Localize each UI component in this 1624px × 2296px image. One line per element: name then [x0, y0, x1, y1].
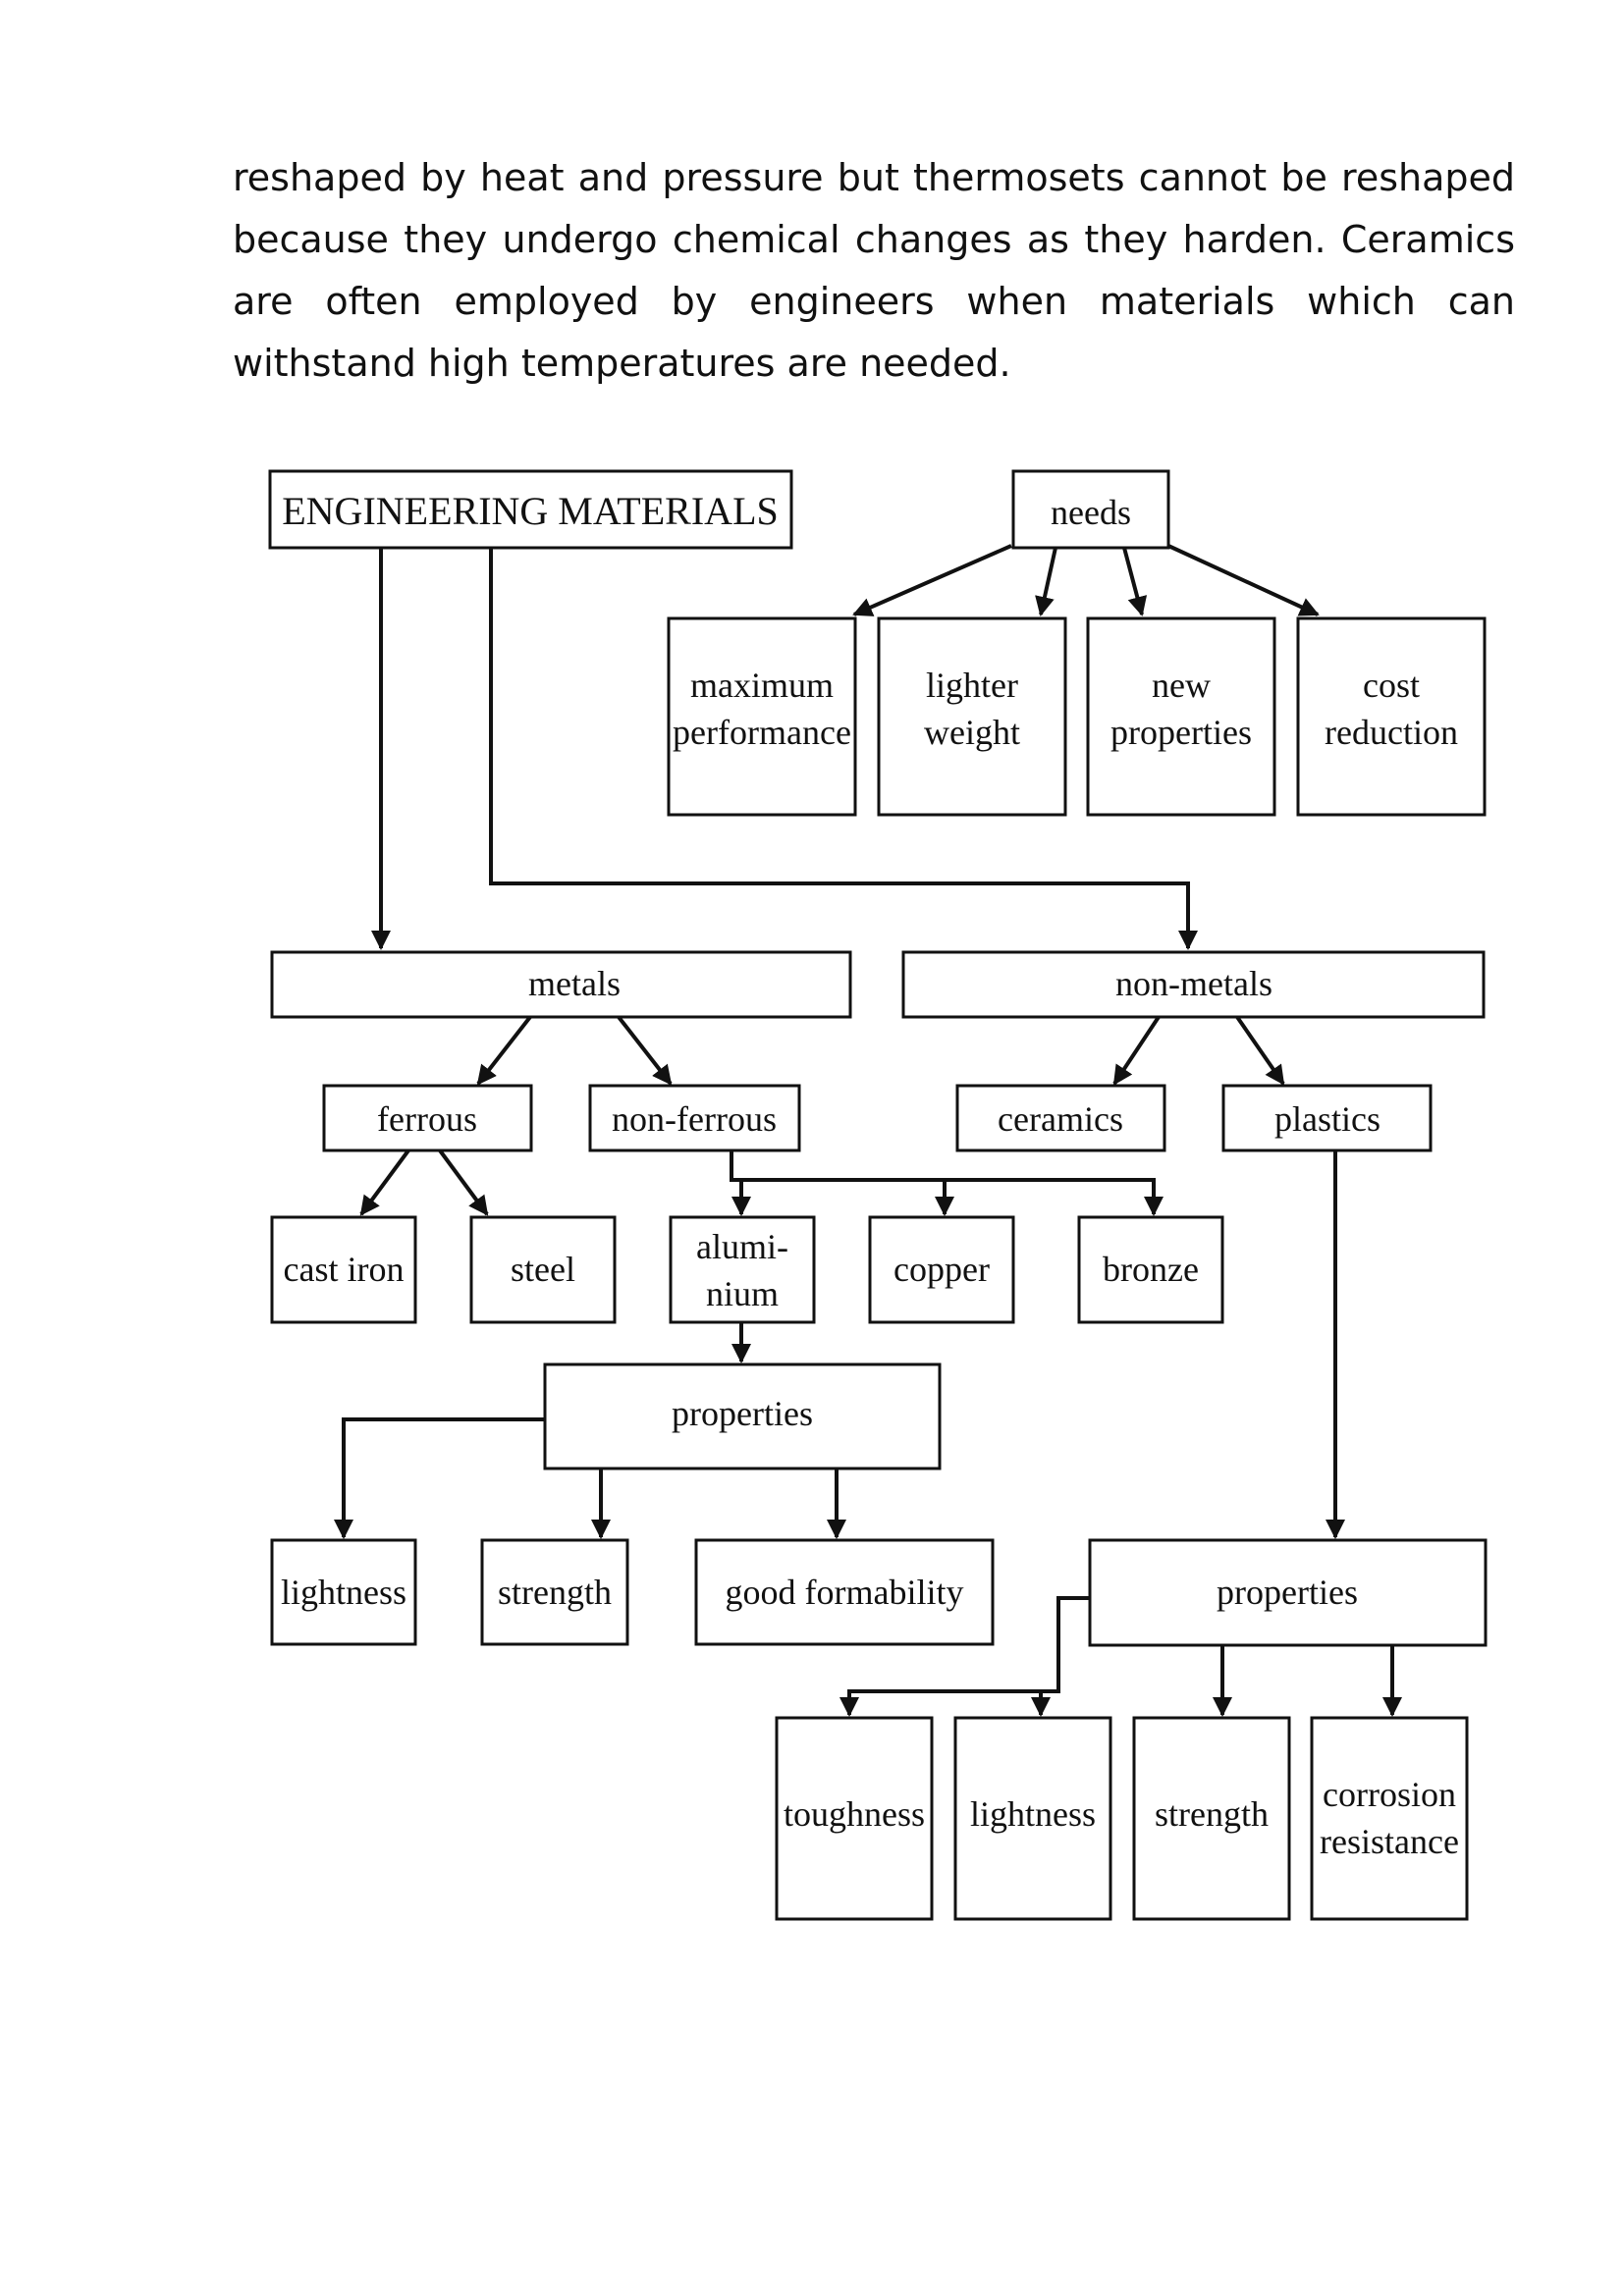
node-ceramics: ceramics [955, 1084, 1166, 1152]
svg-text:properties: properties [1217, 1573, 1358, 1612]
svg-text:corrosion: corrosion [1323, 1775, 1456, 1814]
svg-text:strength: strength [498, 1573, 612, 1612]
node-steel: steel [469, 1215, 617, 1324]
svg-text:alumi-: alumi- [696, 1227, 788, 1266]
arrow-properties-to-lightness [334, 1417, 545, 1539]
node-need-performance: maximum performance [667, 616, 857, 817]
node-corrosion-resistance: corrosion resistance [1310, 1716, 1469, 1921]
node-root: ENGINEERING MATERIALS [268, 469, 793, 550]
node-plastics: plastics [1221, 1084, 1433, 1152]
needs-label: needs [1051, 493, 1131, 532]
node-plastic-lightness: lightness [953, 1716, 1112, 1921]
svg-text:plastics: plastics [1274, 1099, 1380, 1139]
svg-text:lightness: lightness [970, 1794, 1096, 1834]
node-aluminium: alumi- nium [669, 1215, 816, 1324]
arrow-ferrous-to-cast-iron [359, 1148, 410, 1216]
svg-text:bronze: bronze [1103, 1250, 1199, 1289]
arrow-needs-to-properties [1122, 547, 1148, 616]
body-paragraph: reshaped by heat and pressure but thermo… [233, 156, 1515, 385]
node-plastics-properties: properties [1088, 1538, 1488, 1647]
node-need-weight: lighter weight [877, 616, 1067, 817]
arrow-metals-to-ferrous [476, 1015, 532, 1086]
node-bronze: bronze [1077, 1215, 1224, 1324]
svg-text:performance: performance [673, 713, 851, 752]
svg-text:cast iron: cast iron [284, 1250, 405, 1289]
svg-text:ferrous: ferrous [377, 1099, 477, 1139]
svg-text:reduction: reduction [1325, 713, 1458, 752]
svg-text:strength: strength [1155, 1794, 1269, 1834]
node-non-metals: non-metals [901, 950, 1486, 1019]
arrow-needs-to-performance [852, 544, 1012, 616]
node-good-formability: good formability [694, 1538, 995, 1646]
node-ferrous: ferrous [322, 1084, 533, 1152]
svg-text:steel: steel [511, 1250, 575, 1289]
node-non-ferrous: non-ferrous [588, 1084, 801, 1152]
svg-text:resistance: resistance [1320, 1822, 1459, 1861]
svg-text:non-ferrous: non-ferrous [612, 1099, 777, 1139]
arrow-non-metals-to-ceramics [1112, 1015, 1161, 1086]
svg-text:toughness: toughness [784, 1794, 925, 1834]
svg-text:properties: properties [1110, 713, 1252, 752]
node-cast-iron: cast iron [270, 1215, 417, 1324]
arrow-needs-to-cost [1167, 544, 1320, 616]
node-plastic-strength: strength [1132, 1716, 1291, 1921]
node-metals: metals [270, 950, 852, 1019]
svg-text:properties: properties [672, 1394, 813, 1433]
node-strength: strength [480, 1538, 629, 1646]
svg-text:metals: metals [528, 964, 621, 1003]
node-lightness: lightness [270, 1538, 417, 1646]
svg-text:maximum: maximum [690, 666, 834, 705]
arrow-needs-to-weight [1035, 547, 1057, 616]
svg-text:weight: weight [924, 713, 1020, 752]
svg-text:lightness: lightness [281, 1573, 406, 1612]
node-need-properties: new properties [1086, 616, 1276, 817]
connectors [334, 544, 1402, 1717]
node-need-cost: cost reduction [1296, 616, 1487, 817]
svg-text:lighter: lighter [926, 666, 1018, 705]
arrow-root-to-non-metals [489, 548, 1198, 950]
node-needs: needs [1011, 469, 1170, 550]
svg-text:ceramics: ceramics [998, 1099, 1123, 1139]
svg-text:nium: nium [706, 1274, 779, 1313]
svg-text:non-metals: non-metals [1115, 964, 1272, 1003]
node-aluminium-properties: properties [543, 1362, 942, 1470]
root-label: ENGINEERING MATERIALS [282, 489, 779, 533]
arrow-plastic-properties-to-toughness [839, 1596, 1090, 1717]
svg-text:cost: cost [1363, 666, 1420, 705]
node-toughness: toughness [775, 1716, 934, 1921]
arrow-ferrous-to-steel [438, 1148, 489, 1216]
svg-text:copper: copper [893, 1250, 990, 1289]
arrow-non-metals-to-plastics [1235, 1015, 1285, 1086]
svg-text:good formability: good formability [726, 1573, 964, 1612]
svg-text:new: new [1152, 666, 1211, 705]
node-copper: copper [868, 1215, 1015, 1324]
arrow-metals-to-non-ferrous [617, 1015, 673, 1086]
